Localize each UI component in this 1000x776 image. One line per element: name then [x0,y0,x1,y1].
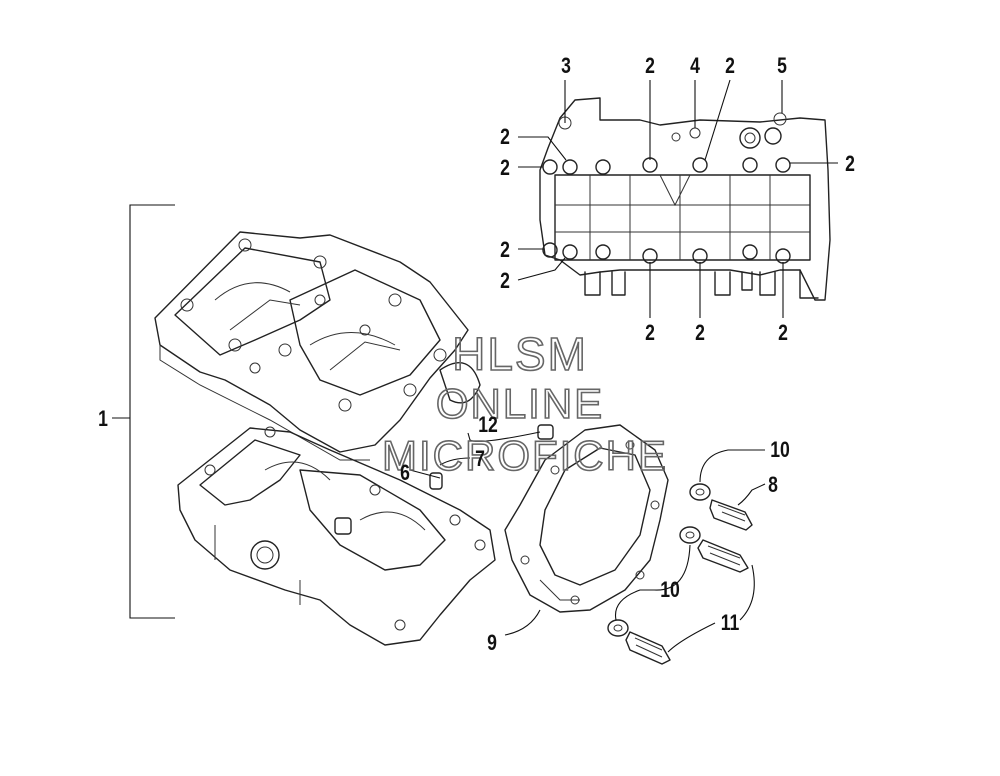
callout-10-upper: 10 [770,438,790,462]
callout-2-bottom-c: 2 [778,321,788,345]
callout-2-top-a: 2 [645,54,655,78]
callout-2-right: 2 [845,152,855,176]
callout-4: 4 [690,54,700,78]
leader-lines [409,79,838,653]
washer-10-lower [607,619,629,637]
callout-2-left-d: 2 [500,269,510,293]
callout-2-left-b: 2 [500,156,510,180]
callout-2-bottom-b: 2 [695,321,705,345]
callout-2-bottom-a: 2 [645,321,655,345]
fasteners [607,483,753,665]
callout-3: 3 [561,54,571,78]
callout-10-lower: 10 [660,578,680,602]
callout-11: 11 [721,611,740,635]
callout-labels: 1 2 2 2 2 2 2 2 2 2 2 2 3 4 5 6 7 8 9 10… [98,54,855,655]
crankcase-top-view [539,97,831,301]
callout-5: 5 [777,54,787,78]
screw-11-upper [697,539,749,573]
watermark-line3: MICROFICHE [382,432,668,479]
callout-2-left-c: 2 [500,238,510,262]
washer-10-upper [689,483,711,501]
callout-8: 8 [768,473,778,497]
callout-6: 6 [400,461,410,485]
washer-10-middle [679,526,701,544]
callout-12: 12 [478,413,498,437]
callout-2-left-a: 2 [500,125,510,149]
magneto-cover [504,424,669,613]
watermark-line2: ONLINE [436,380,604,427]
callout-7: 7 [475,447,485,471]
watermark: HLSM ONLINE MICROFICHE [381,327,668,480]
dowel-pin-7 [429,472,443,490]
callout-1: 1 [98,407,108,431]
assembly-bracket [112,204,175,619]
callout-2-top-b: 2 [725,54,735,78]
watermark-line1: HLSM [452,328,588,380]
upper-crankcase-half [154,231,481,461]
callout-9: 9 [487,631,497,655]
screw-8 [709,499,753,531]
screw-11-lower [625,631,671,665]
lower-crankcase-half [177,426,496,646]
